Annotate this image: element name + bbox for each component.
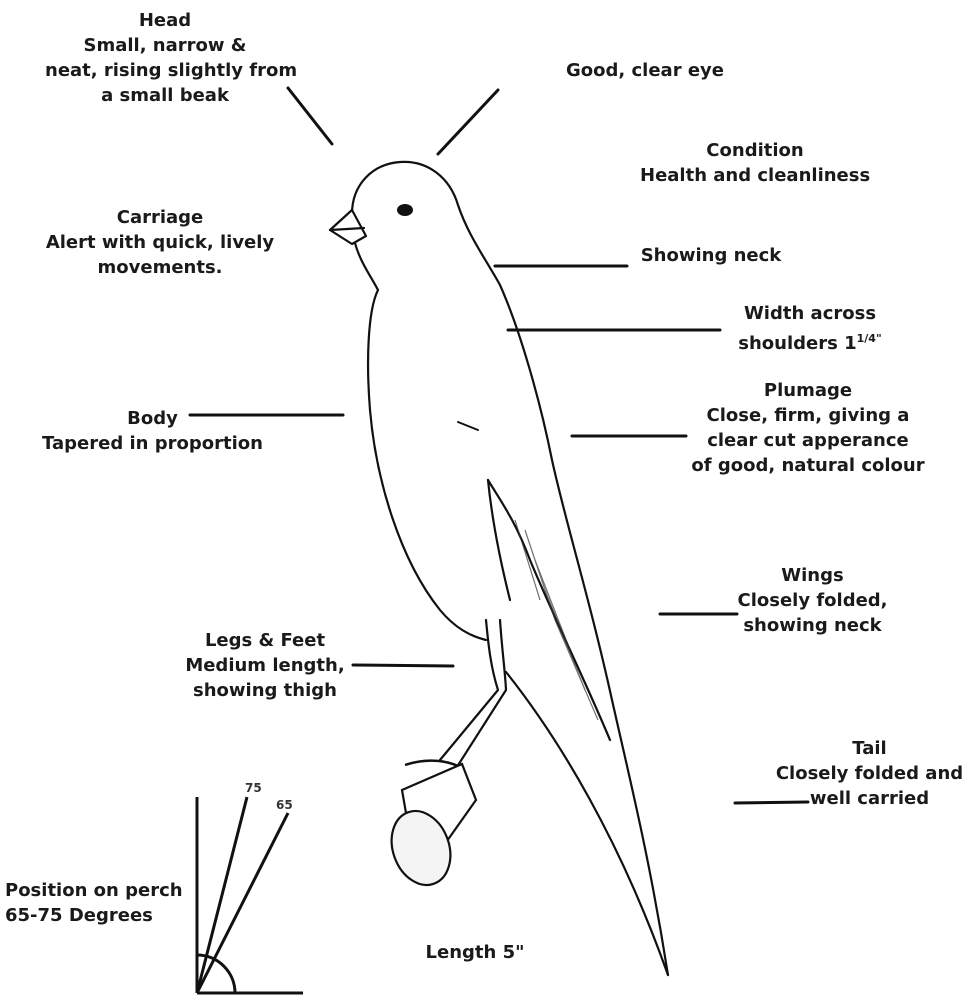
bird-outline [330, 162, 668, 975]
eye-label: Good, clear eye [555, 58, 735, 83]
leg-front [440, 620, 498, 760]
eye-title: Good, clear eye [555, 58, 735, 83]
tail-title: Tail [772, 736, 967, 761]
width-label: Width across shoulders 11/4" [725, 301, 895, 356]
tail-label: Tail Closely folded and well carried [772, 736, 967, 811]
condition-label: Condition Health and cleanliness [640, 138, 870, 188]
neck-label: Showing neck [636, 243, 786, 268]
bird-breast [355, 243, 486, 640]
width-fraction: 1/4 [857, 332, 876, 345]
carriage-label: Carriage Alert with quick, lively moveme… [40, 205, 280, 280]
plumage-line-2: clear cut apperance [688, 428, 928, 453]
condition-title: Condition [640, 138, 870, 163]
neck-title: Showing neck [636, 243, 786, 268]
width-title: Width across [725, 301, 895, 326]
legs-line-1: Medium length, [175, 653, 355, 678]
body-title: Body [40, 406, 265, 431]
body-label: Body Tapered in proportion [40, 406, 265, 456]
foot [405, 761, 458, 766]
width-inch-mark: " [876, 332, 882, 345]
length-title: Length 5" [415, 940, 535, 965]
head-line-1: Small, narrow & [45, 33, 285, 58]
beak [330, 210, 366, 244]
carriage-line-2: movements. [40, 255, 280, 280]
plumage-line-1: Close, firm, giving a [688, 403, 928, 428]
perch-label: Position on perch 65-75 Degrees [5, 878, 185, 928]
wing-shading [515, 520, 598, 720]
wings-line-1: Closely folded, [735, 588, 890, 613]
wings-title: Wings [735, 563, 890, 588]
gauge-65-line [197, 813, 288, 993]
perch [382, 761, 476, 894]
tail-line-2: well carried [772, 786, 967, 811]
bird-back [352, 162, 612, 700]
angle-65-label: 65 [276, 798, 293, 812]
tail-line-1: Closely folded and [772, 761, 967, 786]
wings-label: Wings Closely folded, showing neck [735, 563, 890, 638]
carriage-line-1: Alert with quick, lively [40, 230, 280, 255]
legs-line-2: showing thigh [175, 678, 355, 703]
perch-line-1: 65-75 Degrees [5, 903, 185, 928]
bird-eye [397, 204, 413, 216]
body-line-1: Tapered in proportion [40, 431, 265, 456]
legs-label: Legs & Feet Medium length, showing thigh [175, 628, 355, 703]
legs-title: Legs & Feet [175, 628, 355, 653]
length-label: Length 5" [415, 940, 535, 965]
eye-pointer [438, 90, 498, 154]
carriage-title: Carriage [40, 205, 280, 230]
plumage-label: Plumage Close, firm, giving a clear cut … [688, 378, 928, 478]
angle-75-label: 75 [245, 781, 262, 795]
angle-gauge [197, 797, 303, 993]
head-line-3: a small beak [45, 83, 285, 108]
head-pointer [288, 88, 332, 144]
tail-upper [612, 700, 668, 975]
head-line-2: neat, rising slightly from [45, 58, 285, 83]
tail-lower [506, 672, 668, 975]
condition-line-1: Health and cleanliness [640, 163, 870, 188]
plumage-title: Plumage [688, 378, 928, 403]
wing-edge [488, 480, 610, 740]
width-prefix: shoulders 1 [738, 333, 856, 354]
head-title: Head [45, 8, 285, 33]
feather-mark [458, 422, 478, 430]
perch-title: Position on perch [5, 878, 185, 903]
leg-back [455, 620, 506, 770]
head-label: Head Small, narrow & neat, rising slight… [45, 8, 285, 108]
legs-pointer [353, 665, 453, 666]
plumage-line-3: of good, natural colour [688, 453, 928, 478]
width-line-1: shoulders 11/4" [725, 326, 895, 356]
wings-line-2: showing neck [735, 613, 890, 638]
